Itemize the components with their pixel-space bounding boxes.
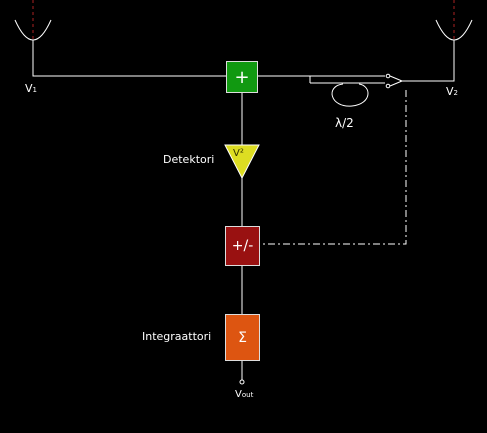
switcher-symbol: +/- (231, 238, 254, 254)
vout-label: Vout (235, 389, 254, 400)
squarer-symbol: V² (233, 148, 244, 159)
integrator-symbol: Σ (238, 329, 247, 346)
v1-label: V1 (25, 82, 37, 95)
left-signal-wire (32, 40, 226, 77)
right-antenna-dish (435, 0, 473, 46)
phase-switch (385, 73, 403, 89)
detector-label: Detektori (163, 153, 215, 166)
integrator-block: Σ (225, 314, 260, 361)
vout-terminal (239, 379, 245, 385)
phase-switcher-block: +/- (225, 226, 260, 266)
switch-control-line (260, 90, 407, 245)
v2-label: V2 (446, 85, 458, 98)
detector-triangle (224, 144, 260, 180)
right-signal-wire (258, 40, 455, 84)
adder-symbol: + (234, 66, 250, 88)
adder-block: + (226, 61, 258, 93)
half-wave-label: λ/2 (335, 116, 354, 130)
integrator-label: Integraattori (142, 330, 212, 343)
left-antenna-dish (14, 0, 52, 46)
half-wave-delay-loop (331, 83, 369, 107)
